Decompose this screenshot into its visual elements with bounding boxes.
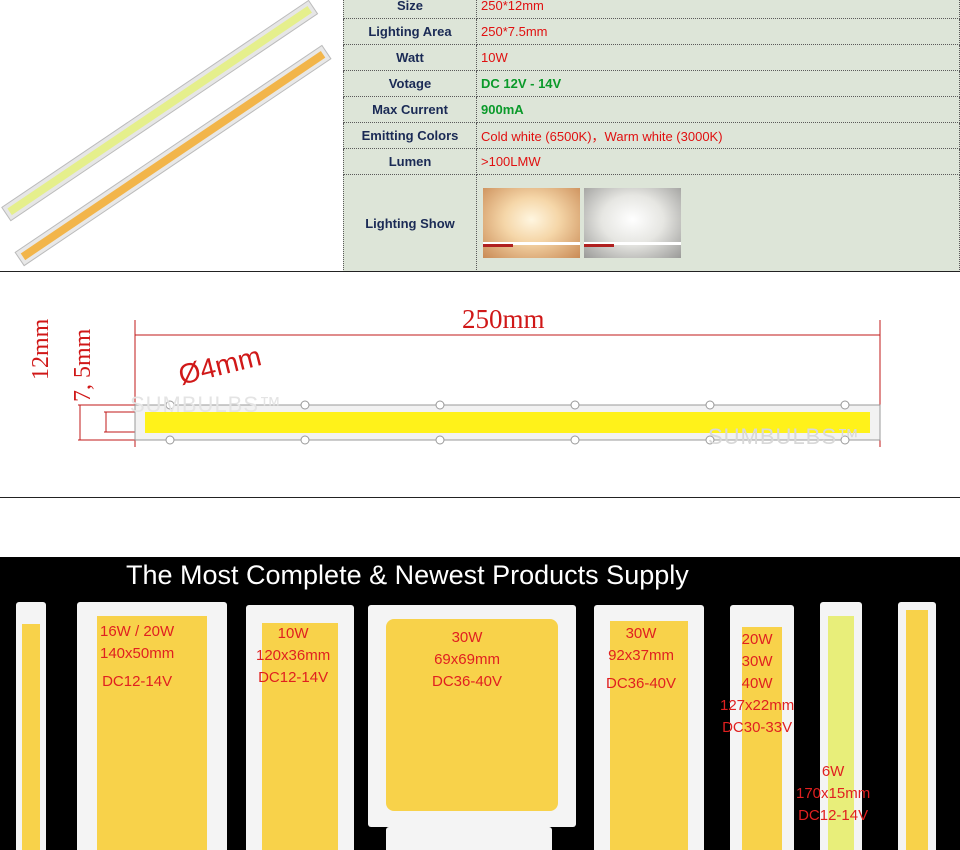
product-label: 16W / 20W 140x50mm DC12-14V xyxy=(100,623,175,690)
spec-value: 900mA xyxy=(476,96,960,123)
watermark-logo: SUMBULBS™ xyxy=(130,392,283,417)
product-strip-partial xyxy=(386,827,552,850)
product-cob-170x15 xyxy=(820,602,862,850)
spec-label: Lumen xyxy=(343,148,477,175)
spec-label: Emitting Colors xyxy=(343,122,477,149)
product-cob-92x37 xyxy=(594,605,704,850)
width-dimension-label: 12mm xyxy=(28,318,54,380)
cold-white-light-photo xyxy=(584,188,681,258)
products-banner: The Most Complete & Newest Products Supp… xyxy=(0,557,960,597)
dimension-drawing: 250mm 12mm 7, 5mm Ø4mm SUMBULBS™ SUMBULB… xyxy=(0,272,960,497)
spec-label: Lighting Area xyxy=(343,18,477,45)
spec-row-lighting-show: Lighting Show xyxy=(343,174,960,271)
product-strip-thin xyxy=(16,602,46,850)
watermark-logo: SUMBULBS™ xyxy=(708,424,861,449)
product-strip-thin xyxy=(898,602,936,850)
spec-section: Size 250*12mm Lighting Area 250*7.5mm Wa… xyxy=(0,0,960,271)
spec-value: DC 12V - 14V xyxy=(476,70,960,97)
length-dimension-label: 250mm xyxy=(462,304,545,334)
spec-row-voltage: Votage DC 12V - 14V xyxy=(343,70,960,97)
product-cob-120x36 xyxy=(246,605,354,850)
product-label: 6W 170x15mm DC12-14V xyxy=(796,763,871,824)
product-label: 10W 120x36mm DC12-14V xyxy=(256,625,331,686)
product-label: 30W 92x37mm DC36-40V xyxy=(606,625,677,692)
spec-row-emitting-colors: Emitting Colors Cold white (6500K)，Warm … xyxy=(343,122,960,149)
section-divider xyxy=(0,497,960,498)
product-cob-140x50 xyxy=(77,602,227,850)
spec-value: 250*12mm xyxy=(476,0,960,19)
section-divider xyxy=(0,271,960,272)
strip-dimension-diagram xyxy=(78,320,881,447)
spec-row-max-current: Max Current 900mA xyxy=(343,96,960,123)
spec-value: 250*7.5mm xyxy=(476,18,960,45)
product-label: 20W 30W 40W 127x22mm DC30-33V xyxy=(720,631,795,736)
spec-label: Votage xyxy=(343,70,477,97)
spec-label: Lighting Show xyxy=(343,174,477,271)
spec-label: Watt xyxy=(343,44,477,71)
banner-title: The Most Complete & Newest Products Supp… xyxy=(126,560,689,590)
spec-table: Size 250*12mm Lighting Area 250*7.5mm Wa… xyxy=(343,0,960,271)
spec-value: 10W xyxy=(476,44,960,71)
cob-strips-illustration xyxy=(1,0,332,267)
products-gallery: 16W / 20W 140x50mm DC12-14V 10W 120x36mm… xyxy=(0,597,960,850)
spec-label: Max Current xyxy=(343,96,477,123)
cob-strips-photo xyxy=(0,0,343,271)
lighting-show-images xyxy=(476,174,960,271)
spec-row-watt: Watt 10W xyxy=(343,44,960,71)
spec-row-size: Size 250*12mm xyxy=(343,0,960,19)
product-label: 30W 69x69mm DC36-40V xyxy=(432,629,503,690)
product-cob-127x22 xyxy=(730,605,794,850)
spec-row-lumen: Lumen >100LMW xyxy=(343,148,960,175)
spec-row-lighting-area: Lighting Area 250*7.5mm xyxy=(343,18,960,45)
light-width-dimension-label: 7, 5mm xyxy=(70,328,96,402)
product-cob-69x69 xyxy=(368,605,576,827)
spec-value: Cold white (6500K)，Warm white (3000K) xyxy=(476,122,960,149)
spec-label: Size xyxy=(343,0,477,19)
warm-white-light-photo xyxy=(483,188,580,258)
spec-value: >100LMW xyxy=(476,148,960,175)
